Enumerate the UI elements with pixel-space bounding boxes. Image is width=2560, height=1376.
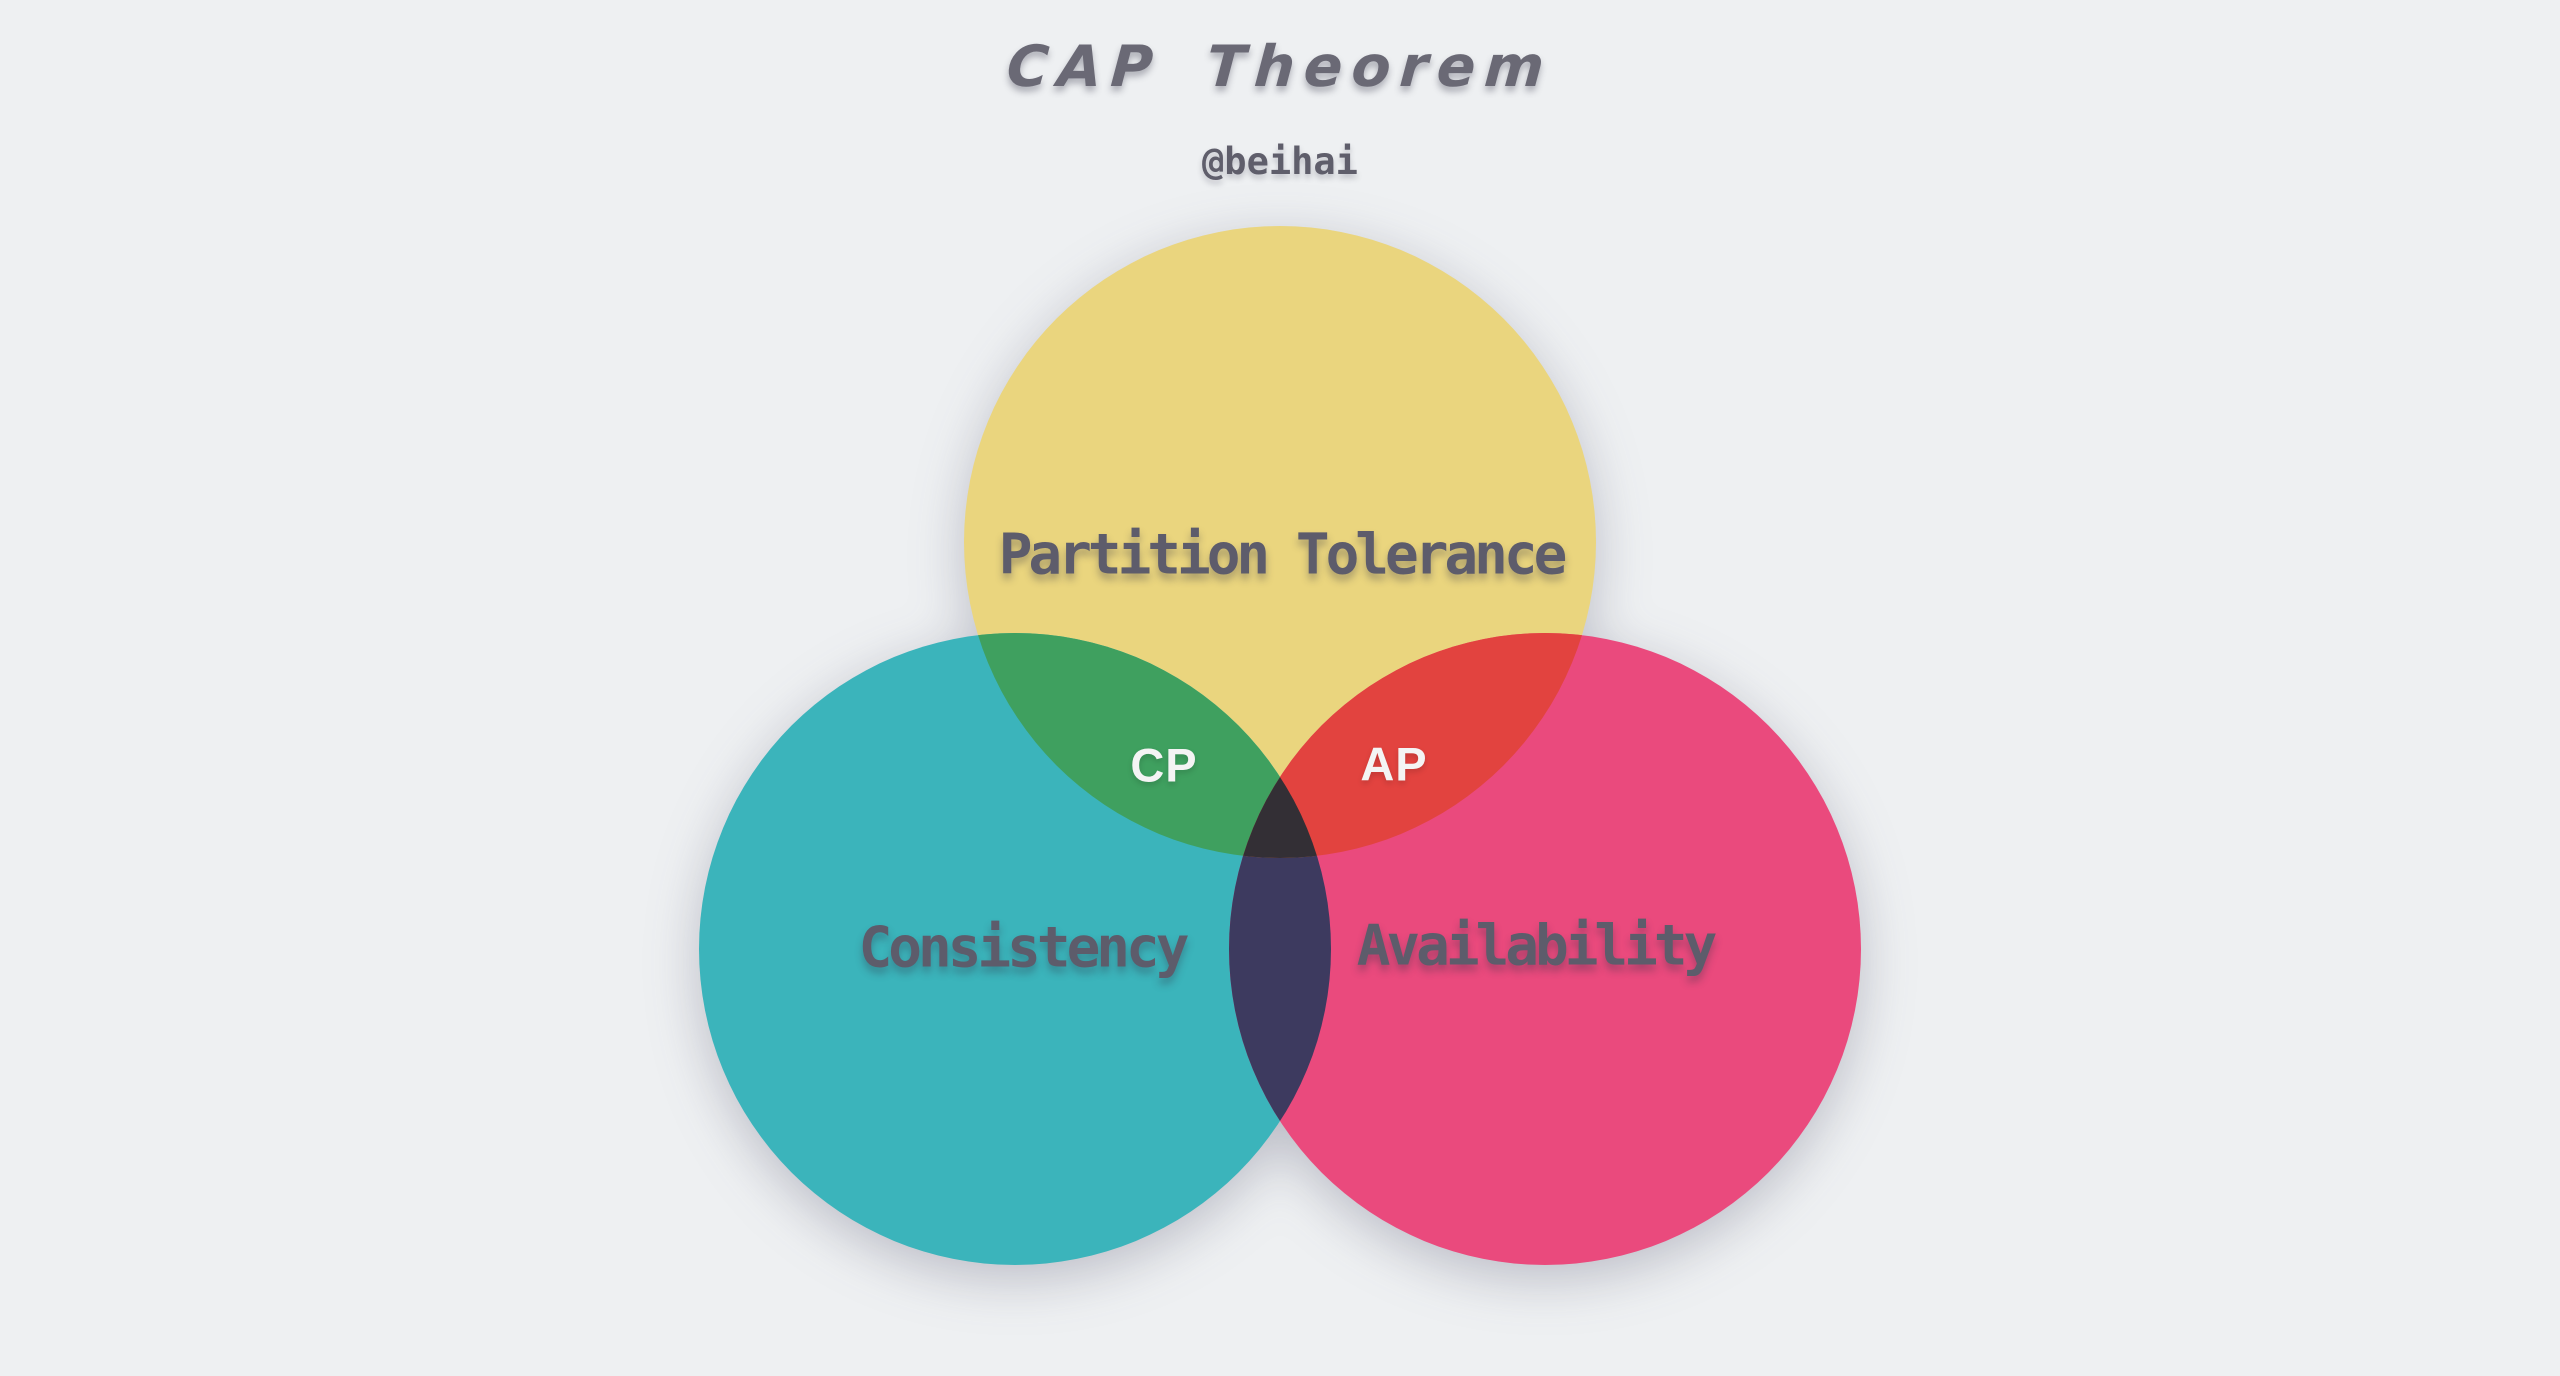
partition-tolerance-label: Partition Tolerance [998, 522, 1568, 588]
availability-label: Availability [1356, 913, 1718, 979]
ap-overlap [1229, 633, 1596, 858]
consistency-label: Consistency [858, 915, 1190, 981]
cp-label: CP [1130, 738, 1198, 792]
ap-label: AP [1360, 737, 1428, 791]
cp-overlap [964, 633, 1331, 858]
author-handle: @beihai [1202, 140, 1358, 183]
